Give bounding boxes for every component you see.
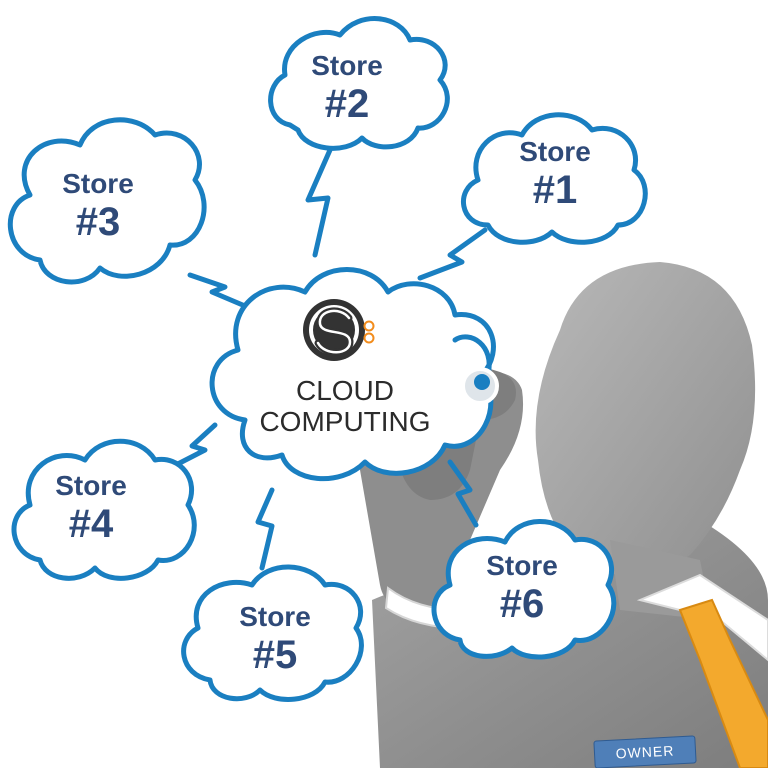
store-1-label: Store #1: [500, 136, 610, 212]
store-3-label: Store #3: [43, 168, 153, 244]
store-number: #4: [68, 502, 114, 546]
store-5-label: Store #5: [220, 601, 330, 677]
store-number: #2: [324, 82, 370, 126]
connector-store-4: [167, 422, 218, 471]
connectors: [167, 147, 488, 571]
connector-store-1: [417, 227, 488, 281]
clouds: [7, 16, 648, 702]
necktie: [678, 598, 768, 768]
store-4-label: Store #4: [36, 470, 146, 546]
center-line-1: CLOUD: [295, 375, 394, 406]
store-word: Store: [62, 168, 134, 199]
store-word: Store: [239, 601, 311, 632]
cloud-store-3: [7, 117, 207, 285]
store-word: Store: [55, 470, 127, 501]
connector-store-6: [447, 459, 479, 528]
store-word: Store: [519, 136, 591, 167]
owner-badge: OWNER: [593, 735, 697, 768]
cloud-store-4: [11, 438, 197, 581]
cloud-store-2: [268, 16, 450, 151]
cloud-store-6: [431, 519, 617, 660]
store-word: Store: [311, 50, 383, 81]
sos-logo-icon: [303, 299, 375, 361]
store-number: #1: [532, 168, 578, 212]
center-line-2: COMPUTING: [259, 406, 431, 438]
connector-store-3: [187, 272, 248, 309]
connector-store-5: [255, 487, 275, 571]
cloud-store-5: [181, 564, 364, 702]
store-number: #5: [252, 633, 298, 677]
cloud-computing-label: CLOUD COMPUTING: [245, 375, 445, 438]
store-2-label: Store #2: [292, 50, 402, 126]
cloud-store-1: [461, 112, 648, 245]
store-number: #3: [75, 200, 121, 244]
connector-store-2: [305, 147, 333, 258]
cloud-cloud-computing: [209, 267, 496, 482]
store-6-label: Store #6: [467, 550, 577, 626]
store-number: #6: [499, 582, 545, 626]
pen-stroke: [452, 334, 492, 378]
pen-marker: [452, 334, 499, 405]
store-word: Store: [486, 550, 558, 581]
pen-tip: [474, 374, 490, 390]
head: [535, 262, 756, 576]
